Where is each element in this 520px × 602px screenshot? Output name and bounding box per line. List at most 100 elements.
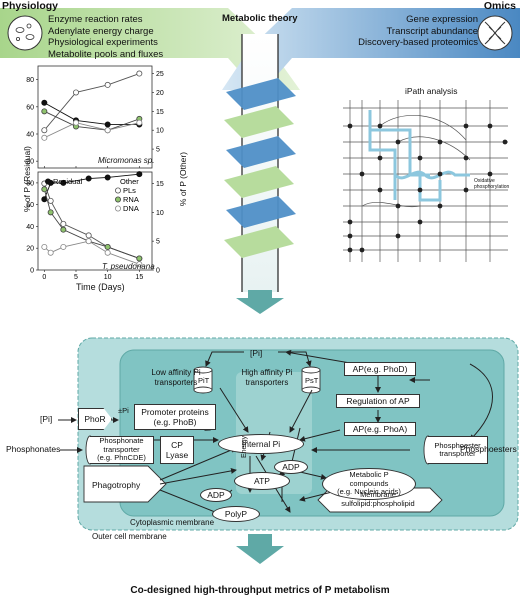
phagotrophy-shape [83, 465, 167, 503]
membrane-sulfolipid-label: Membrane sulfolipid:phospholipid [341, 490, 415, 508]
series-line-rna [43, 189, 140, 259]
pst-cylinder [301, 366, 321, 394]
pit-cylinder [193, 366, 213, 394]
physiology-item: Adenylate energy charge [48, 25, 154, 37]
ap-phoa-box: AP(e.g. PhoA) [344, 422, 416, 436]
y-right-tick-label: 10 [156, 128, 164, 135]
data-point-pls [60, 220, 67, 227]
data-point-residual [104, 174, 111, 181]
y-left-tick-label: 80 [26, 77, 34, 84]
low-affinity-label: Low affinity Pi transporters [151, 368, 201, 387]
pit-label: PiT [198, 376, 210, 385]
data-point-residual [136, 171, 143, 178]
outer-membrane-label: Outer cell membrane [92, 532, 167, 541]
legend-label-rna: RNA [123, 195, 139, 204]
cytoplasmic-membrane-label: Cytoplasmic membrane [130, 518, 215, 527]
adp-ellipse-2: ADP [200, 488, 232, 502]
phor-label: PhoR [84, 414, 106, 424]
data-point-dna [104, 249, 111, 256]
physiology-banner [0, 8, 300, 90]
y-left-tick-label: 0 [30, 268, 34, 275]
data-point-dna [85, 238, 92, 245]
y-left-tick-label: 20 [26, 159, 34, 166]
legend-marker-pls [115, 187, 122, 194]
phosphonate-transporter-box: Phosphonate transporter (e.g. PhnCDE) [90, 436, 154, 464]
y-left-tick-label: 40 [26, 224, 34, 231]
data-point-rna [41, 108, 48, 115]
phosphoesters-label: Phosphoesters [460, 444, 517, 454]
ipath-highlight-label: Oxidative phosphorylation [474, 178, 510, 190]
data-point-residual [85, 175, 92, 182]
bottom-species-label: T. pseudonana [102, 262, 155, 271]
omics-title: Omics [483, 0, 516, 12]
bottom-title: Co-designed high-throughput metrics of P… [130, 585, 390, 596]
data-point-rna [41, 186, 48, 193]
omics-item: Transcript abundance [386, 25, 478, 37]
legend-label-residual: Residual [53, 177, 83, 186]
data-point-rna [47, 209, 54, 216]
physiology-title: Physiology [2, 0, 59, 12]
data-point-pls [85, 232, 92, 239]
series-line-pls [43, 73, 140, 131]
data-point-pls [47, 197, 54, 204]
petri-dish-icon [7, 15, 43, 51]
omics-item: Gene expression [406, 14, 478, 25]
regulation-ap-box: Regulation of AP [336, 394, 420, 408]
data-point-rna [60, 226, 67, 233]
y-left-tick-label: 40 [26, 132, 34, 139]
phor-box: PhoR [78, 408, 112, 430]
data-point-dna [136, 261, 143, 268]
plus-pi-label: ±Pi [118, 406, 129, 415]
legend-marker-dna [115, 205, 122, 212]
arrow-to-metrics [236, 534, 284, 564]
data-point-residual [41, 99, 48, 106]
data-point-residual [104, 121, 111, 128]
y-right-tick-label: 15 [156, 181, 164, 188]
phagotrophy-label: Phagotrophy [92, 480, 141, 490]
internal-pi-ellipse: Internal Pi [218, 434, 304, 454]
y-right-tick-label: 25 [156, 71, 164, 78]
high-affinity-label: High affinity Pi transporters [241, 368, 293, 387]
legend-label-dna: DNA [123, 204, 139, 213]
data-point-dna [41, 134, 48, 141]
cp-lyase-box: CP Lyase [160, 436, 194, 464]
data-point-rna [136, 255, 143, 262]
legend-marker-residual [45, 178, 52, 185]
data-point-pls [104, 81, 111, 88]
y-right-tick-label: 20 [156, 90, 164, 97]
legend-label-other_title: Other [120, 177, 139, 186]
y-right-tick-label: 15 [156, 109, 164, 116]
physiology-item: Physiological experiments [48, 37, 158, 48]
physiology-items: Enzyme reaction rates Adenylate energy c… [48, 14, 238, 60]
data-point-dna [41, 243, 48, 250]
x-tick-label: 15 [135, 274, 143, 281]
data-point-rna [104, 243, 111, 250]
legend-marker-rna [115, 196, 122, 203]
data-point-pls [41, 127, 48, 134]
data-point-pls [73, 89, 80, 96]
arrow-to-cell [236, 290, 284, 314]
ipath-nodes [347, 123, 508, 253]
omics-item: Discovery-based proteomics [358, 37, 478, 48]
promoter-box: Promoter proteins (e.g. PhoB) [134, 404, 216, 430]
pi-top-label: [Pi] [250, 348, 263, 358]
data-point-dna [47, 249, 54, 256]
physiology-item: Enzyme reaction rates [48, 14, 143, 25]
ipath-highlight [368, 110, 470, 202]
series-line-rna [44, 110, 140, 131]
phosphoester-transporter-box: Phosphoester transporter [428, 436, 488, 464]
series-line-dna [44, 122, 140, 139]
pi-left-label: [Pi] [40, 414, 53, 424]
energy-label: Energy [241, 435, 248, 458]
metabolic-p-ellipse: Metabolic P compounds (e.g. Nucleic acid… [322, 468, 416, 500]
y-left-tick-label: 20 [26, 246, 34, 253]
x-axis-label: Time (Days) [76, 282, 125, 292]
x-tick-label: 5 [74, 274, 78, 281]
y-left-tick-label: 60 [26, 104, 34, 111]
phosphonates-label: Phosphonates [6, 444, 61, 454]
polyp-ellipse: PolyP [212, 506, 260, 522]
y-right-tick-label: 5 [156, 147, 160, 154]
data-point-residual [60, 179, 67, 186]
